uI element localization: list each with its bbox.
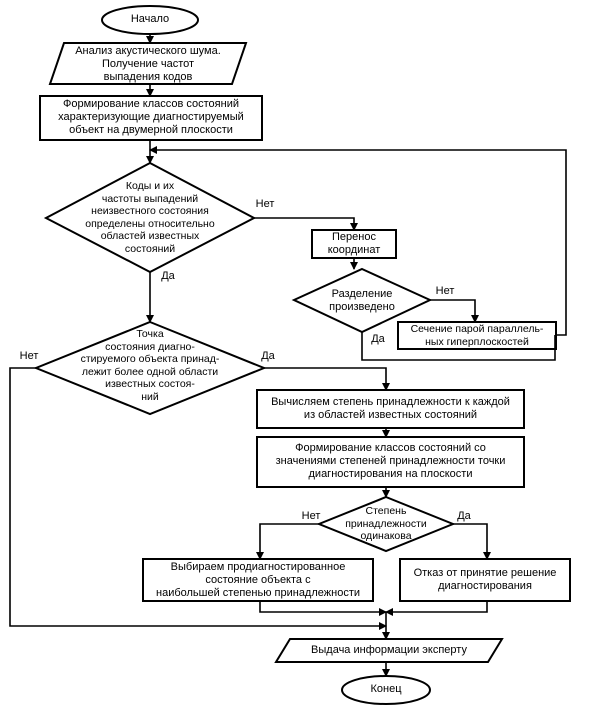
transfer-process [311, 229, 397, 259]
edge-refuse-merge [385, 601, 488, 616]
edge-separation-no [430, 299, 479, 323]
decision-codes [43, 161, 257, 274]
form-classes-process [39, 95, 263, 141]
edge-codes-no [254, 217, 358, 231]
end-terminator [341, 675, 431, 705]
choose-process [142, 558, 374, 602]
decision-degree [316, 495, 456, 553]
edge-point-no [9, 367, 387, 630]
edge-degree-yes [453, 523, 491, 560]
edge-separation-yes [361, 332, 556, 361]
decision-point [33, 320, 267, 416]
form-classes-degrees-process [256, 436, 525, 488]
edge-choose-merge [259, 601, 387, 616]
output-io [274, 638, 504, 663]
analysis-io [48, 42, 248, 85]
edge-point-yes [264, 367, 390, 391]
start-terminator [101, 5, 199, 35]
section-process [397, 321, 557, 350]
compute-degree-process [256, 389, 525, 429]
edge-degree-no [256, 523, 319, 560]
edge-loop-back [149, 146, 567, 336]
refuse-process [399, 558, 571, 602]
